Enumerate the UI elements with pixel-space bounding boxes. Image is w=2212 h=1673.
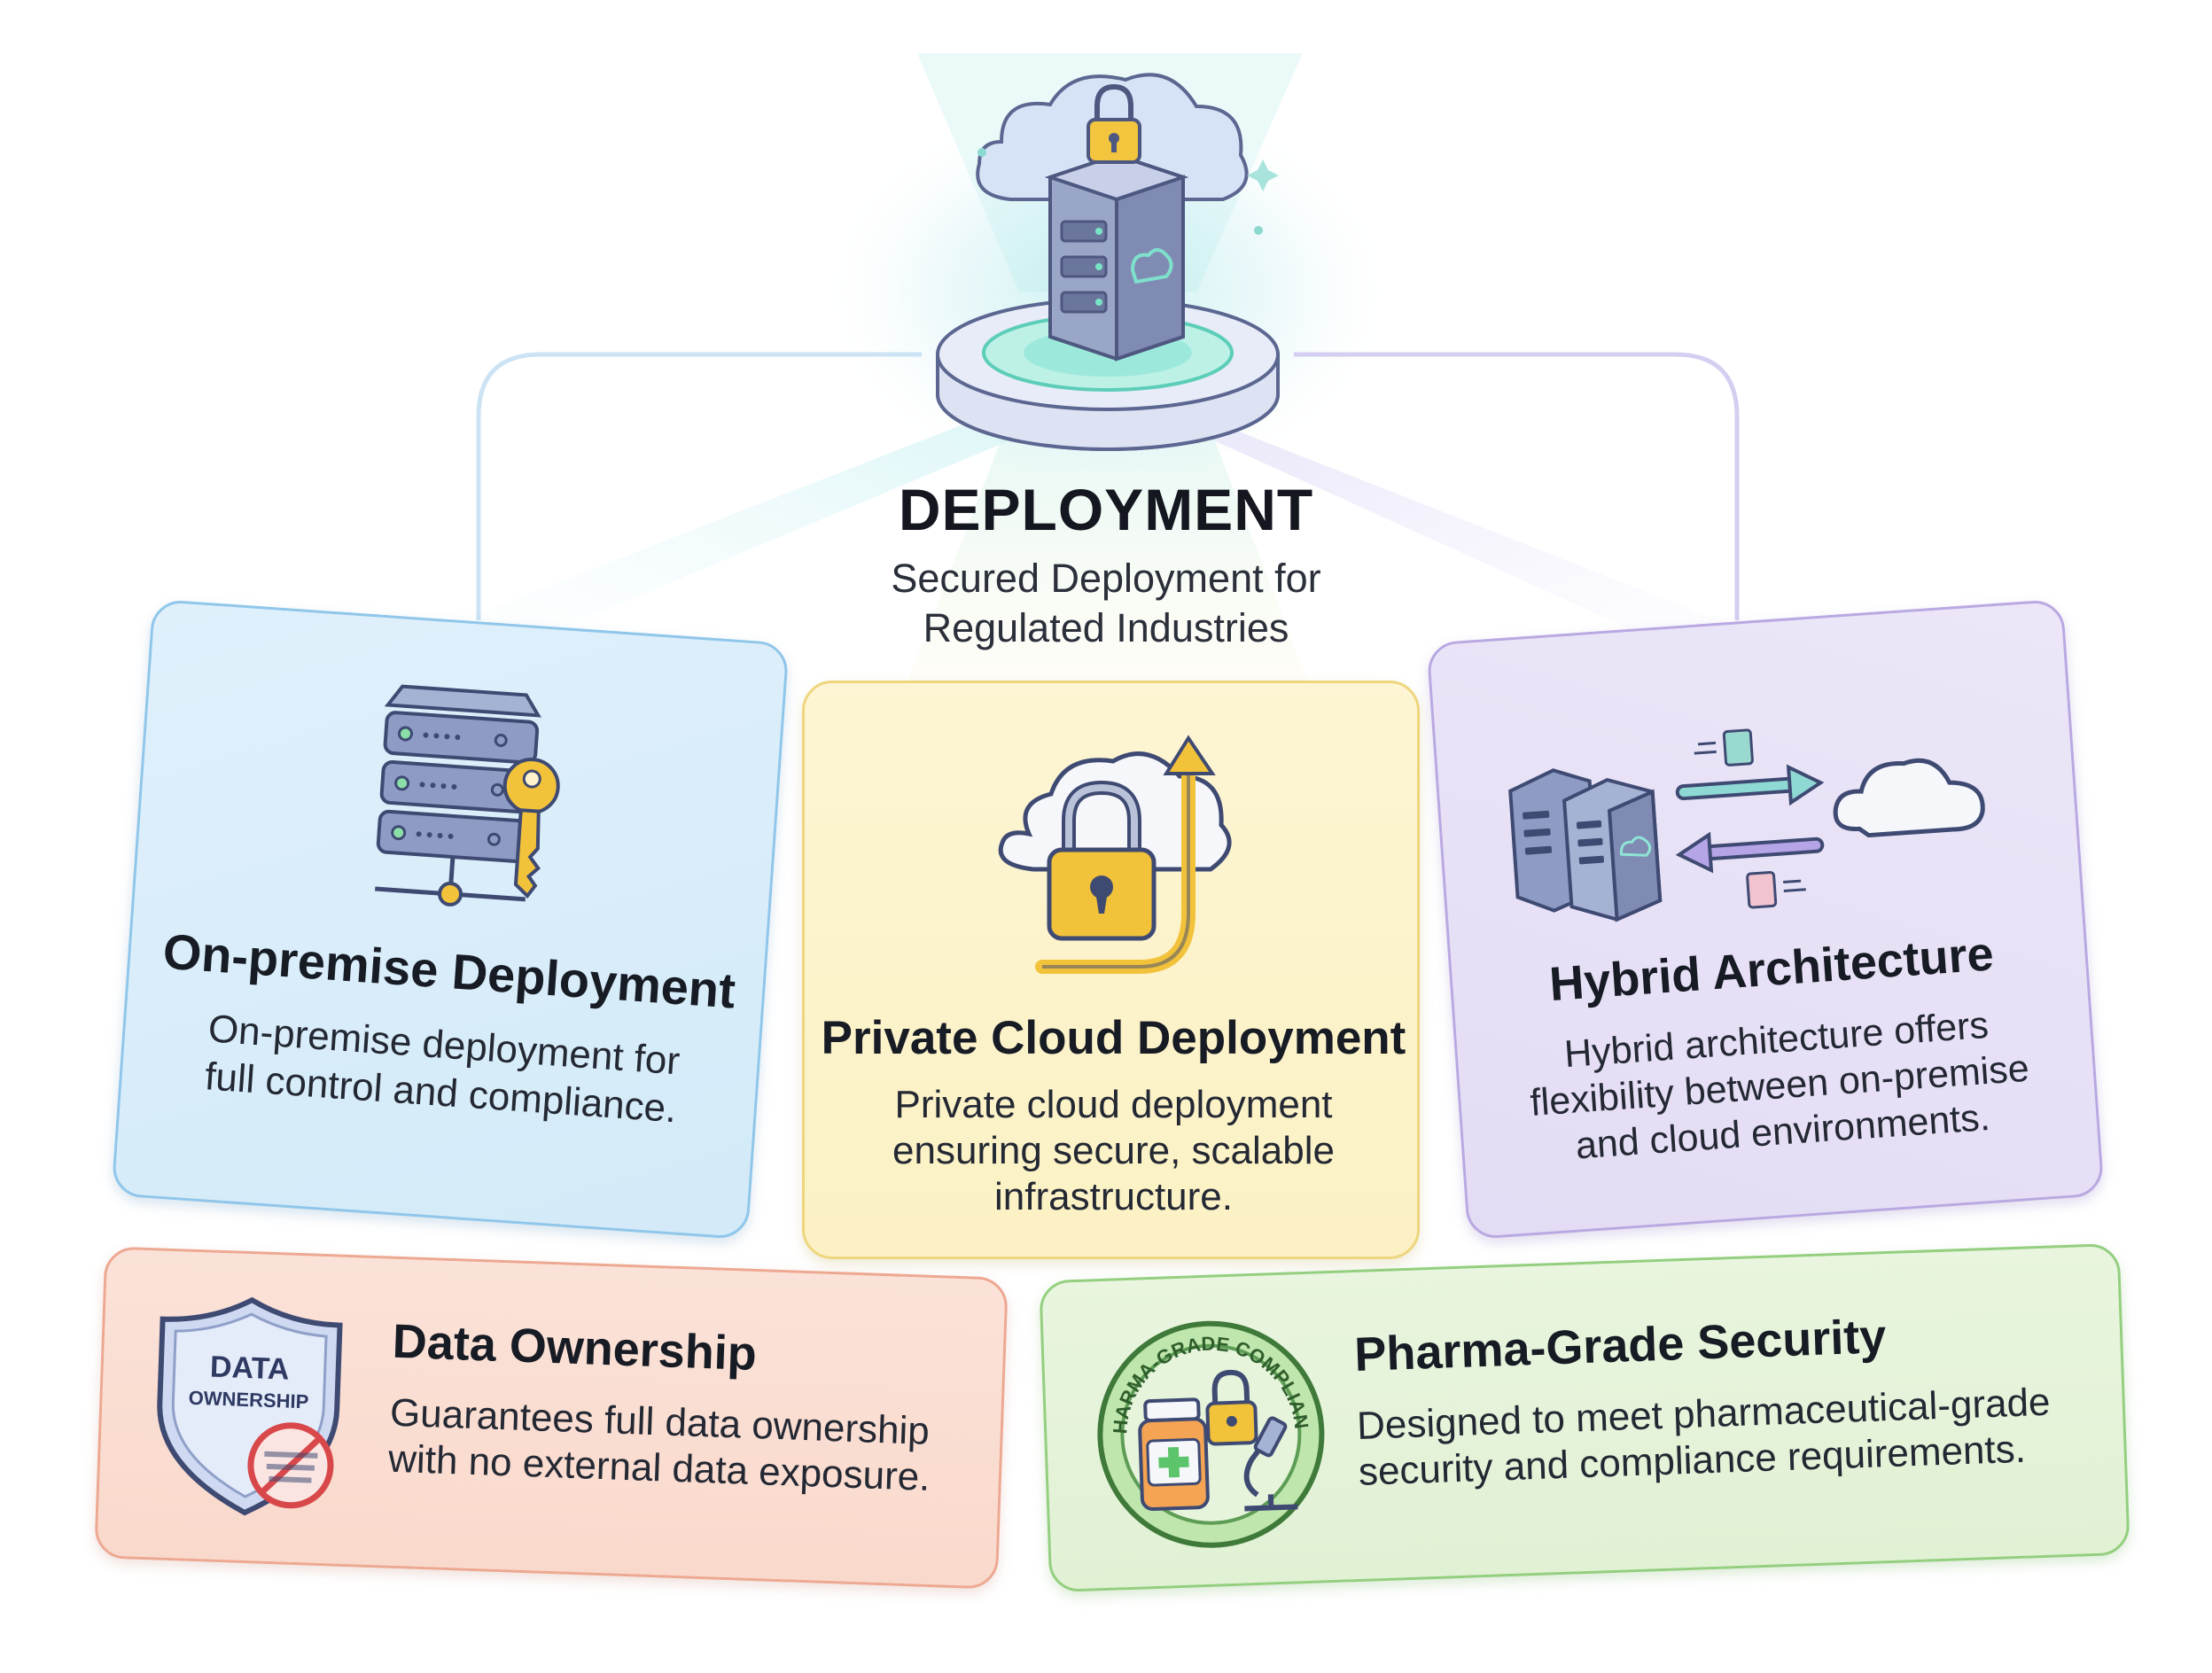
glow-beam-left [461, 416, 1046, 656]
card-description: On-premise deployment for full control a… [121, 1000, 764, 1140]
card-title: Private Cloud Deployment [821, 1012, 1406, 1064]
server-key-icon [375, 684, 560, 907]
connector-right [1294, 352, 1740, 620]
card-data-ownership: DATA OWNERSHIP Data Ownership Guarantees… [94, 1246, 1009, 1590]
card-title: Data Ownership [391, 1314, 758, 1381]
server-cloud-sync-icon [1508, 728, 1985, 922]
subtitle-line-2: Regulated Industries [923, 605, 1289, 650]
card-description: Private cloud deployment ensuring secure… [831, 1082, 1396, 1220]
shield-label-line-2: OWNERSHIP [188, 1387, 308, 1413]
desc-line: ensuring secure, scalable [892, 1129, 1335, 1172]
connector-left [476, 352, 922, 620]
diagram-header: DEPLOYMENT Secured Deployment for Regula… [752, 474, 1460, 653]
card-private-cloud: Private Cloud Deployment Private cloud d… [802, 681, 1420, 1259]
cloud-lock-icon [998, 735, 1232, 974]
subtitle-line-1: Secured Deployment for [891, 556, 1321, 601]
data-ownership-shield-icon: DATA OWNERSHIP [157, 1296, 343, 1516]
card-hybrid-architecture: Hybrid Architecture Hybrid architecture … [1426, 598, 2105, 1241]
card-description: Designed to meet pharmaceutical-grade se… [1356, 1378, 2085, 1496]
card-title: Pharma-Grade Security [1353, 1310, 1888, 1381]
diagram-subtitle: Secured Deployment for Regulated Industr… [752, 554, 1460, 653]
card-description: Hybrid architecture offers flexibility b… [1475, 996, 2085, 1176]
glow-beam-center [904, 416, 1312, 691]
shield-label-line-1: DATA [209, 1350, 290, 1387]
card-description: Guarantees full data ownership with no e… [387, 1390, 975, 1503]
pharma-compliant-seal-icon: PHARMA-GRADE COMPLIANT [1087, 1311, 1325, 1548]
glow-beam-right [1161, 416, 1764, 673]
card-pharma-grade-security: PHARMA-GRADE COMPLIANT Pharma-Grade Secu… [1039, 1242, 2130, 1593]
secure-server-cloud-icon [936, 73, 1280, 451]
card-on-premise: On-premise Deployment On-premise deploym… [111, 598, 790, 1241]
desc-line: infrastructure. [994, 1175, 1233, 1218]
diagram-title: DEPLOYMENT [898, 477, 1314, 542]
desc-line: Private cloud deployment [894, 1083, 1333, 1126]
